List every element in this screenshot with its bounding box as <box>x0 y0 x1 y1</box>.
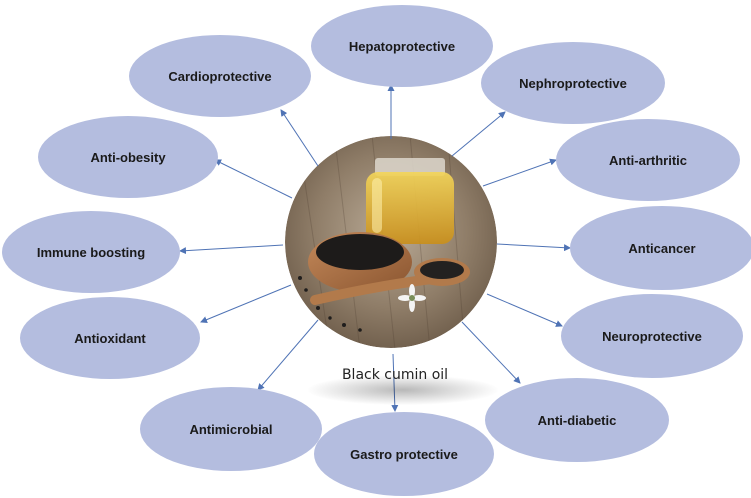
node-label: Gastro protective <box>350 446 458 462</box>
node-antioxidant: Antioxidant <box>20 297 200 379</box>
node-label: Immune boosting <box>36 244 146 260</box>
arrow-nephroprotective <box>451 111 506 157</box>
arrow-antimicrobial <box>257 319 319 391</box>
node-label: Antioxidant <box>74 330 146 346</box>
node-label: Anticancer <box>628 240 696 256</box>
node-label: Anti-obesity <box>90 149 166 165</box>
node-anti-diabetic: Anti-diabetic <box>485 378 669 462</box>
arrow-gastro-protective <box>391 353 399 412</box>
node-label: Antimicrobial <box>189 421 273 437</box>
label-shadow <box>308 375 498 405</box>
node-immune-boosting: Immune boosting <box>2 211 180 293</box>
node-label: Hepatoprotective <box>348 38 456 54</box>
node-label: Nephroprotective <box>519 75 627 91</box>
node-anticancer: Anticancer <box>570 206 751 290</box>
node-label: Anti-diabetic <box>537 412 617 428</box>
node-anti-obesity: Anti-obesity <box>38 116 218 198</box>
node-label: Neuroprotective <box>602 328 702 344</box>
arrow-anti-arthritic <box>482 158 557 187</box>
node-label: Anti-arthritic <box>609 152 687 168</box>
center-label: Black cumin oil <box>341 367 449 383</box>
arrow-antioxidant <box>200 284 292 323</box>
node-neuroprotective: Neuroprotective <box>561 294 743 378</box>
node-nephroprotective: Nephroprotective <box>481 42 665 124</box>
arrow-neuroprotective <box>486 293 563 327</box>
node-antimicrobial: Antimicrobial <box>140 387 322 471</box>
arrow-anticancer <box>496 243 571 252</box>
node-cardioprotective: Cardioprotective <box>129 35 311 117</box>
node-label: Cardioprotective <box>168 68 272 84</box>
node-gastro-protective: Gastro protective <box>314 412 494 496</box>
node-hepatoprotective: Hepatoprotective <box>311 5 493 87</box>
node-anti-arthritic: Anti-arthritic <box>556 119 740 201</box>
arrow-immune-boosting <box>179 244 284 255</box>
black-cumin-oil-photo-icon <box>285 136 497 348</box>
arrow-anti-diabetic <box>461 321 521 384</box>
arrow-cardioprotective <box>280 109 319 167</box>
arrow-anti-obesity <box>214 159 293 199</box>
